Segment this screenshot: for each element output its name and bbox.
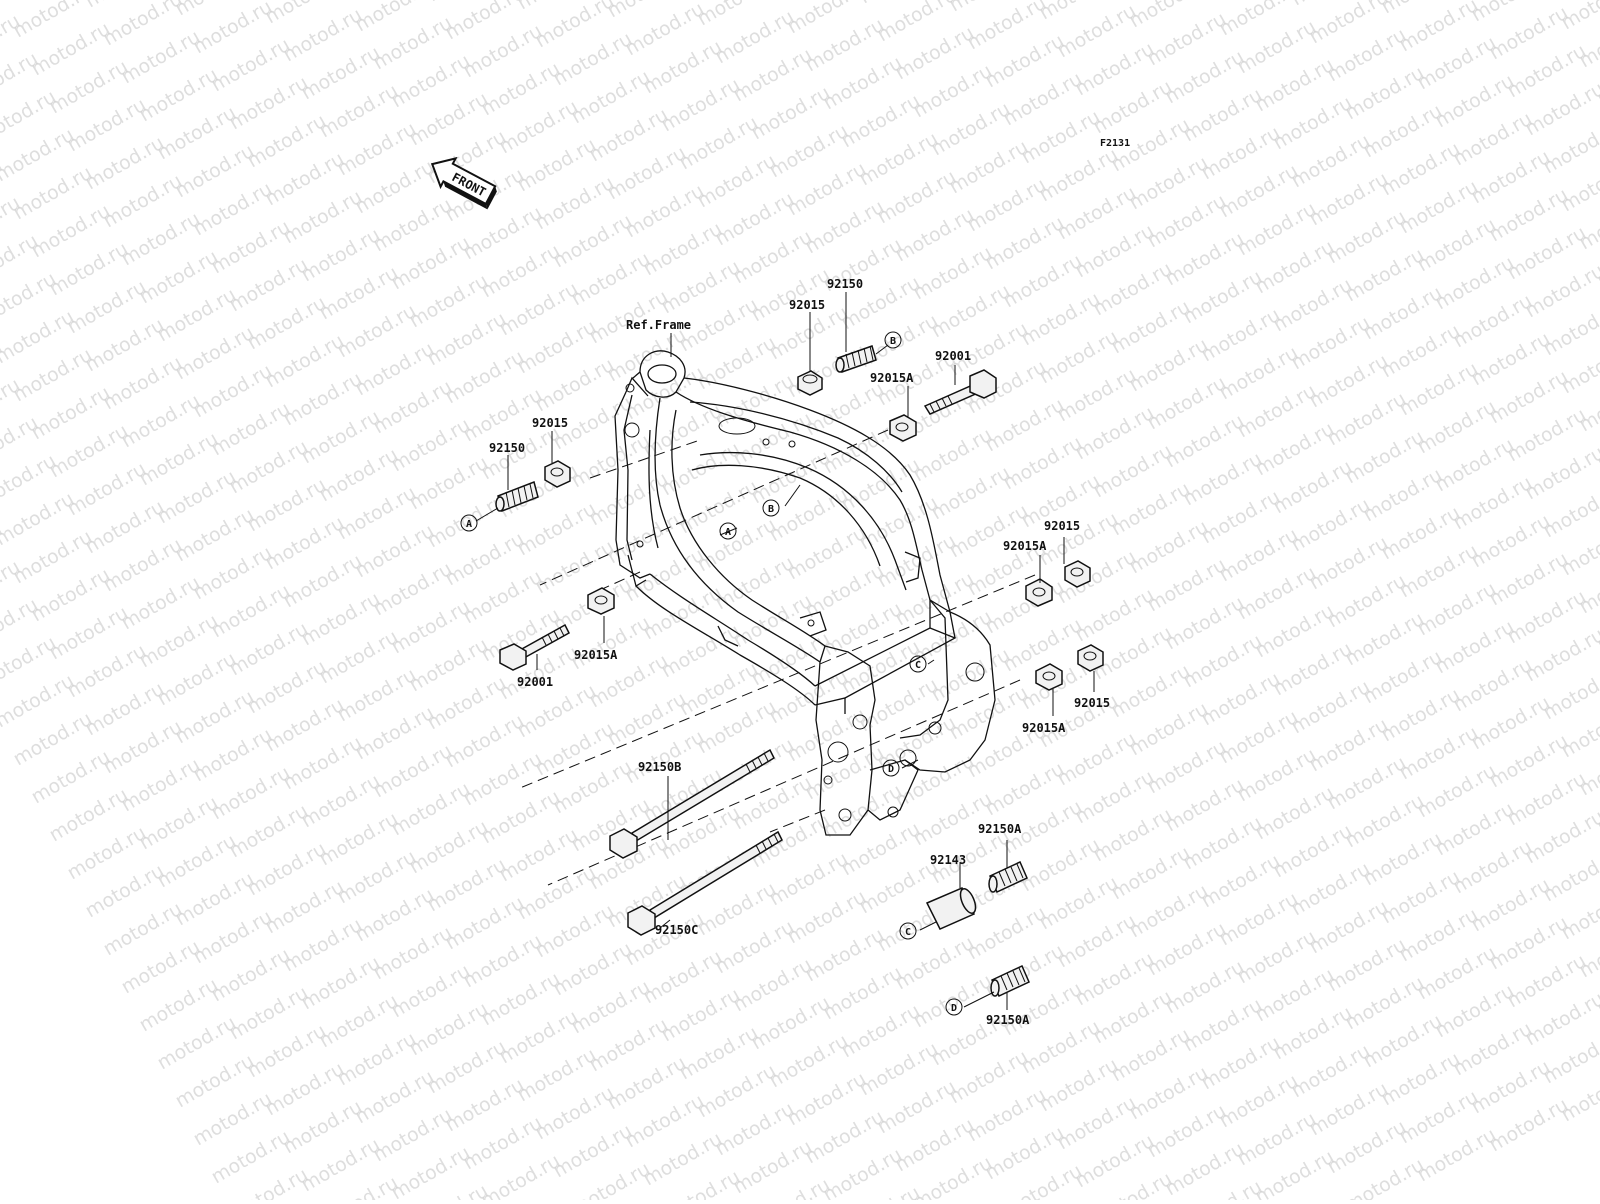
callout-92001-top[interactable]: 92001 <box>935 349 971 363</box>
callout-92150-left[interactable]: 92150 <box>489 441 525 455</box>
callout-92015A-right-mid[interactable]: 92015A <box>1022 721 1066 735</box>
callout-92150-top[interactable]: 92150 <box>827 277 863 291</box>
svg-text:D: D <box>951 1003 957 1014</box>
callout-92015-right-mid[interactable]: 92015 <box>1074 696 1110 710</box>
callout-92015A-left[interactable]: 92015A <box>574 648 618 662</box>
callout-92015A-top[interactable]: 92015A <box>870 371 914 385</box>
callout-92150A-upper[interactable]: 92150A <box>978 822 1022 836</box>
callout-92015A-right-top[interactable]: 92015A <box>1003 539 1047 553</box>
svg-text:D: D <box>888 764 894 775</box>
callout-92143[interactable]: 92143 <box>930 853 966 867</box>
svg-text:B: B <box>768 504 774 515</box>
callout-92015-left[interactable]: 92015 <box>532 416 568 430</box>
ref-circle-a-frame[interactable]: A <box>720 523 736 539</box>
callout-92150B[interactable]: 92150B <box>638 760 681 774</box>
svg-text:C: C <box>915 660 921 671</box>
ref-circle-b-frame[interactable]: B <box>763 500 779 516</box>
callout-92001-left[interactable]: 92001 <box>517 675 553 689</box>
svg-text:C: C <box>905 927 911 938</box>
svg-text:B: B <box>890 336 896 347</box>
callout-92150A-lower[interactable]: 92150A <box>986 1013 1030 1027</box>
callout-92150C[interactable]: 92150C <box>655 923 698 937</box>
callout-92015-right-top[interactable]: 92015 <box>1044 519 1080 533</box>
figure-code: F2131 <box>1100 138 1130 149</box>
callout-92015-top[interactable]: 92015 <box>789 298 825 312</box>
watermark-text: motod.ru <box>1558 0 1600 34</box>
svg-text:A: A <box>466 519 472 530</box>
ref-frame-label: Ref.Frame <box>626 318 691 332</box>
svg-text:A: A <box>725 527 731 538</box>
